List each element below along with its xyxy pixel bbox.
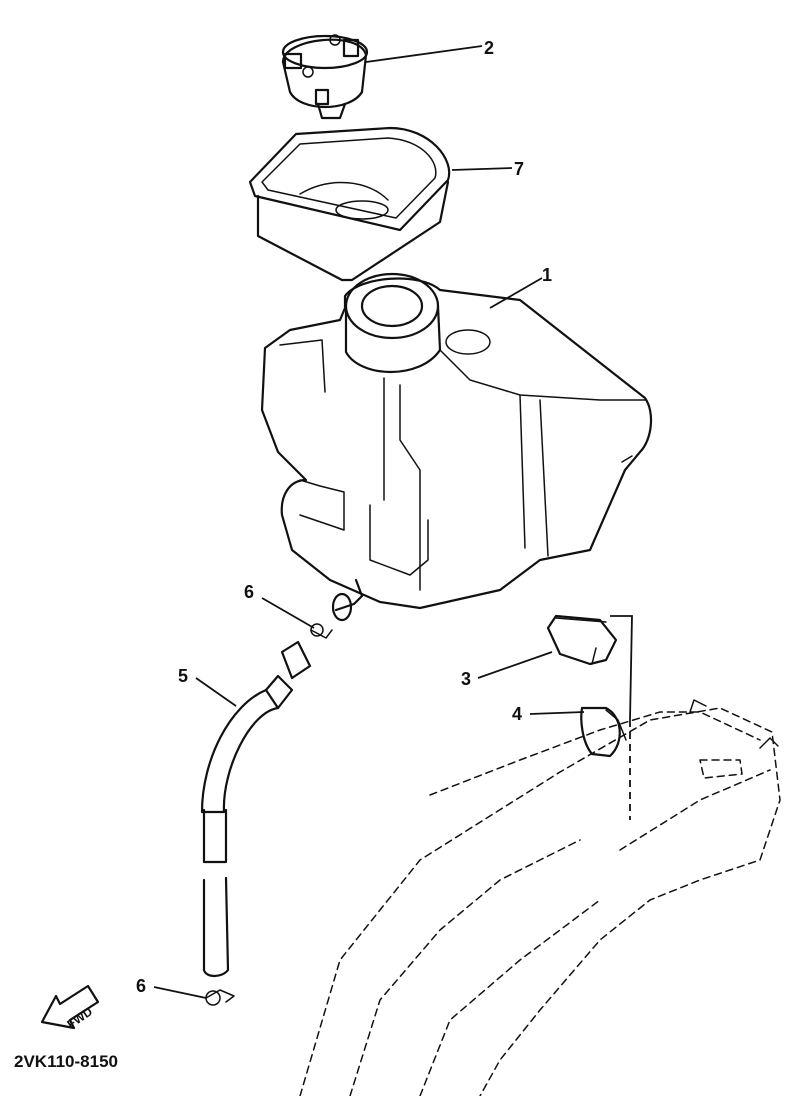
callout-6-upper: 6 [244,582,254,602]
callout-3: 3 [461,669,471,689]
callout-6-lower: 6 [136,976,146,996]
frame-reference [299,699,781,1096]
callout-4: 4 [512,704,522,724]
callout-1: 1 [542,265,552,285]
part-code: 2VK110-8150 [14,1052,118,1071]
tank-cover-part [248,126,451,282]
clip-lower-part [205,989,235,1006]
callout-7: 7 [514,159,524,179]
forward-arrow-icon: FWD [40,984,100,1031]
callout-5: 5 [178,666,188,686]
fuel-tank-part [260,272,653,622]
damper-pad-part [546,614,618,666]
fuel-hose-part [200,640,312,978]
clip-upper-part [310,623,333,639]
leader-lines [153,45,633,999]
fuel-cap-part [281,34,369,120]
bracket-band-part [580,706,627,758]
fwd-label: FWD [65,1004,96,1031]
callout-2: 2 [484,38,494,58]
